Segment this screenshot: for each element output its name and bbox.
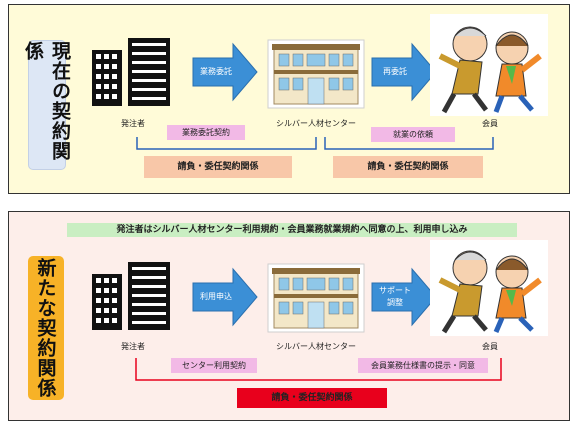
arrow-subcontracting [371,42,437,102]
relation-box-right: 請負・委任契約関係 [333,156,483,178]
silver-center-building-icon [267,39,365,109]
client-building-icon [92,262,170,330]
arrow-support-label-line1: サポート [379,286,411,295]
member-label: 会員 [482,119,498,128]
senior-members-illustration [430,240,548,336]
client-label: 発注者 [121,342,145,351]
member-label: 会員 [482,342,498,351]
silver-center-label: シルバー人材センター [276,119,356,128]
relation-box: 請負・委任契約関係 [237,388,387,408]
silver-center-label: シルバー人材センター [276,342,356,351]
silver-center-building-icon [267,263,365,333]
spec-presentation-label: 会員業務仕様書の提示・同意 [358,358,488,373]
client-building-icon [92,38,170,106]
relation-box-left: 請負・委任契約関係 [144,156,292,178]
arrow-outsourcing-label: 業務委託 [200,67,232,76]
senior-members-illustration [430,14,548,116]
new-relationship-title: 新たな契約関係 [28,256,64,400]
arrow-application-label: 利用申込 [200,292,232,301]
center-use-contract-label: センター利用契約 [171,358,257,373]
client-label: 発注者 [121,119,145,128]
current-relationship-title: 現在の契約関係 [22,40,71,170]
arrow-support-coordination [371,267,437,327]
outsourcing-contract-label: 業務委託契約 [167,125,245,140]
current-relation-brackets [136,137,494,150]
arrow-support-label-line2: 調整 [387,298,403,307]
application-banner: 発注者はシルバー人材センター利用規約・会員業務就業規約へ同意の上、利用申し込み [67,223,517,237]
work-request-label: 就業の依頼 [371,127,455,142]
arrow-subcontracting-label: 再委託 [383,67,407,76]
arrow-outsourcing [192,42,258,102]
arrow-application [192,267,258,327]
